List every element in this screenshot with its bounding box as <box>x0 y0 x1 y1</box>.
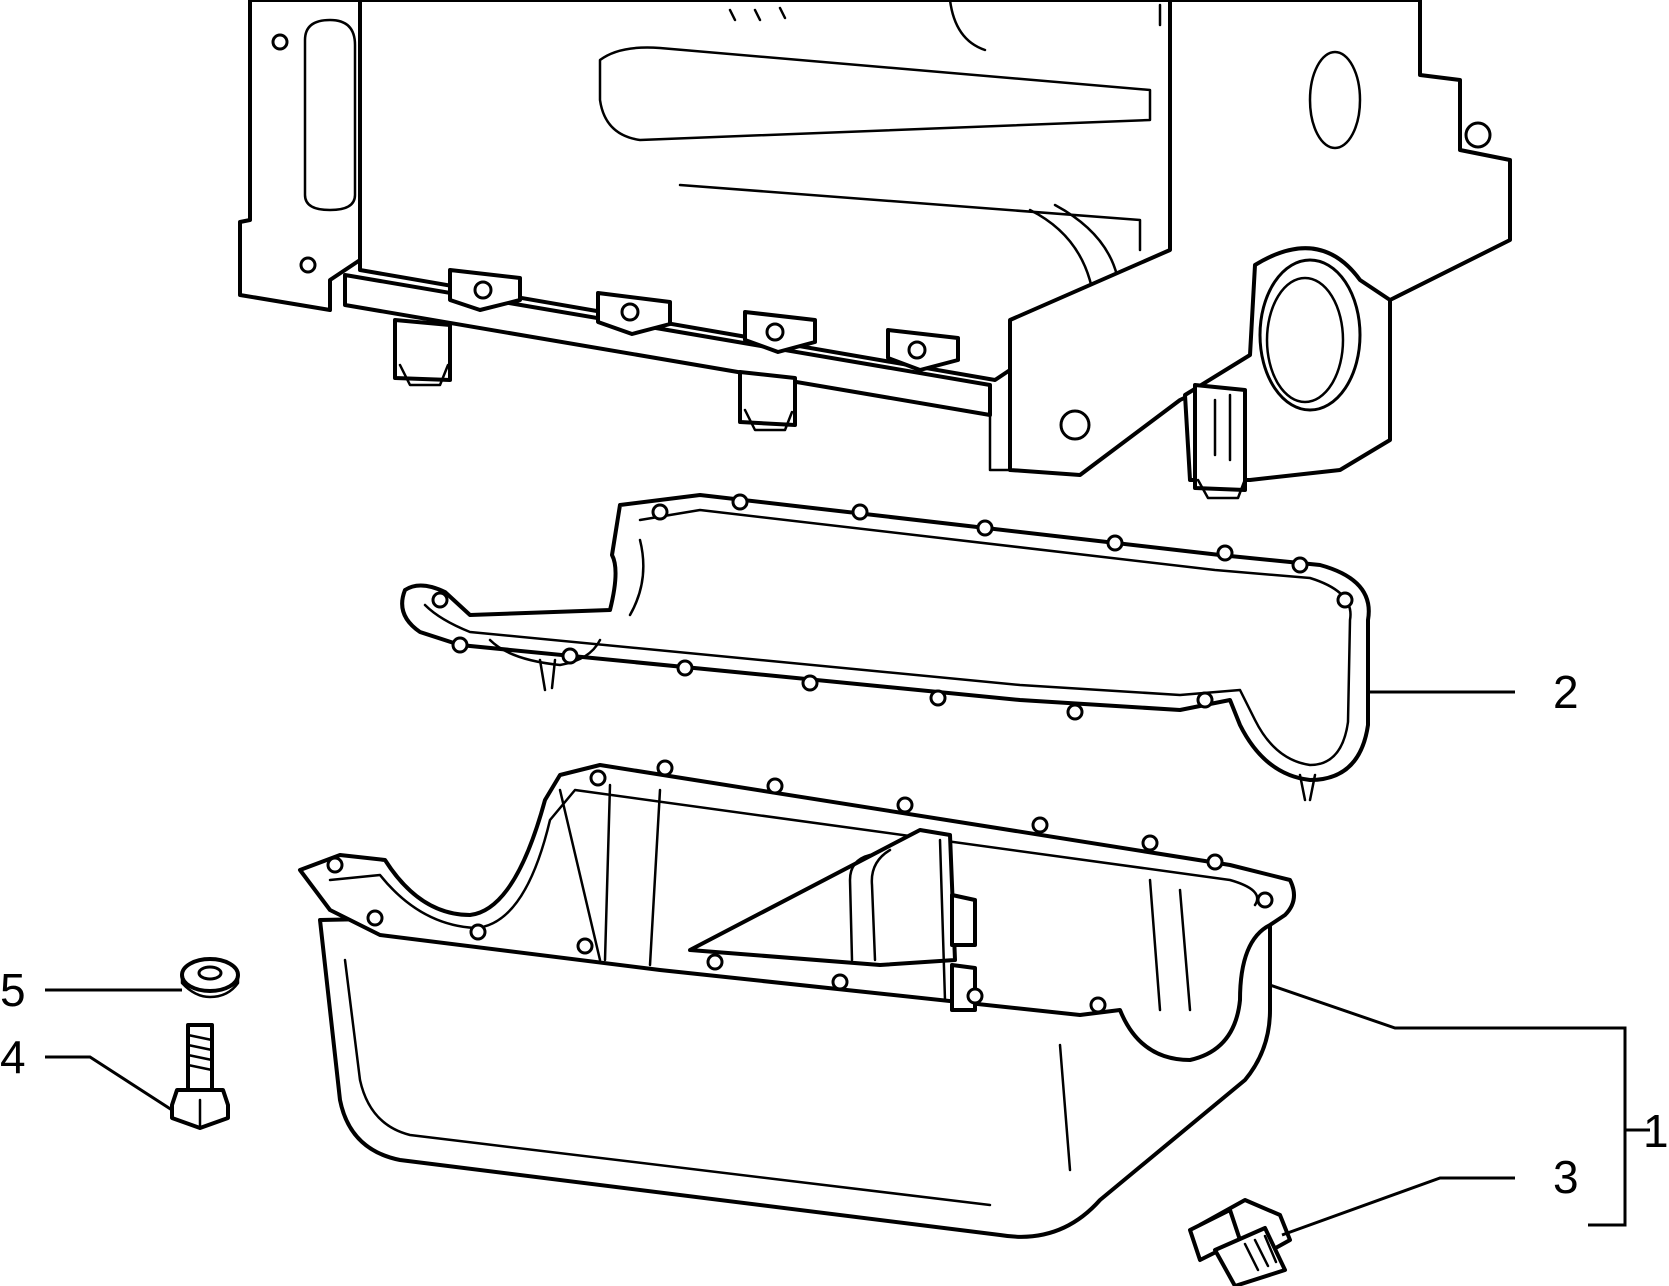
leader-1-pan <box>1269 983 1627 1227</box>
drain-plug <box>1188 1198 1292 1286</box>
engine-block <box>238 0 1512 500</box>
callout-5: 5 <box>0 964 26 1016</box>
callout-4: 4 <box>0 1031 26 1083</box>
oil-pan-gasket <box>400 493 1371 802</box>
washer <box>180 957 240 999</box>
leader-lines <box>45 690 1650 1237</box>
leader-3 <box>1281 1176 1515 1237</box>
callout-3: 3 <box>1553 1151 1579 1203</box>
callout-1: 1 <box>1643 1105 1669 1157</box>
leader-4 <box>45 1055 173 1112</box>
bolt <box>170 1023 230 1130</box>
oil-pan <box>298 759 1296 1239</box>
gasket-bolt-holes <box>431 493 1354 721</box>
callout-2: 2 <box>1553 666 1579 718</box>
oil-pan-bolt-holes <box>326 759 1274 1014</box>
